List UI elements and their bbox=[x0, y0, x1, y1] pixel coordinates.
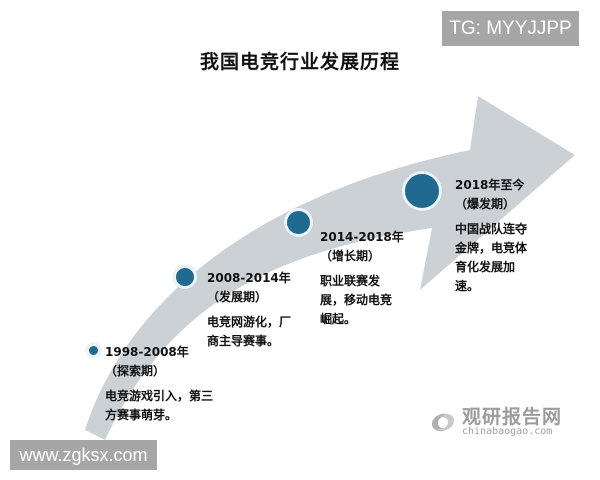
stage-boom: 2018年至今 （爆发期） 中国战队连夺金牌，电竞体育化发展加速。 bbox=[455, 176, 555, 296]
stage-period: 2018年至今 bbox=[455, 178, 525, 192]
stage-phase: （增长期） bbox=[320, 249, 381, 263]
milestone-dot-2 bbox=[173, 265, 197, 289]
logo-name-cn: 观研报告网 bbox=[462, 406, 563, 428]
stage-period: 2008-2014年 bbox=[207, 271, 291, 285]
milestone-dot-3 bbox=[284, 208, 313, 237]
stage-description: 中国战队连夺金牌，电竞体育化发展加速。 bbox=[455, 222, 528, 293]
chinabaogao-logo: 观研报告网 chinabaogao.com bbox=[428, 402, 578, 442]
stage-period: 1998-2008年 bbox=[105, 345, 189, 359]
stage-period: 2014-2018年 bbox=[320, 230, 404, 244]
stage-description: 电竞网游化，厂商主导赛事。 bbox=[207, 315, 292, 348]
stage-phase: （爆发期） bbox=[455, 197, 516, 211]
milestone-dot-4 bbox=[402, 171, 442, 211]
watermark-tg: TG: MYYJJPP bbox=[442, 11, 579, 46]
stage-growth: 2014-2018年 （增长期） 职业联赛发展，移动电竞崛起。 bbox=[320, 228, 420, 329]
stage-phase: （探索期） bbox=[105, 364, 166, 378]
watermark-url: www.zgksx.com bbox=[10, 440, 157, 470]
swirl-logo-icon bbox=[432, 413, 454, 432]
logo-domain: chinabaogao.com bbox=[462, 426, 553, 437]
stage-exploration: 1998-2008年 （探索期） 电竞游戏引入，第三方赛事萌芽。 bbox=[105, 343, 255, 425]
stage-development: 2008-2014年 （发展期） 电竞网游化，厂商主导赛事。 bbox=[207, 269, 317, 351]
stage-phase: （发展期） bbox=[207, 290, 268, 304]
stage-description: 电竞游戏引入，第三方赛事萌芽。 bbox=[105, 389, 214, 422]
stage-description: 职业联赛发展，移动电竞崛起。 bbox=[320, 274, 393, 326]
diagram-title: 我国电竞行业发展历程 bbox=[199, 51, 400, 73]
milestone-dot-1 bbox=[86, 343, 101, 358]
